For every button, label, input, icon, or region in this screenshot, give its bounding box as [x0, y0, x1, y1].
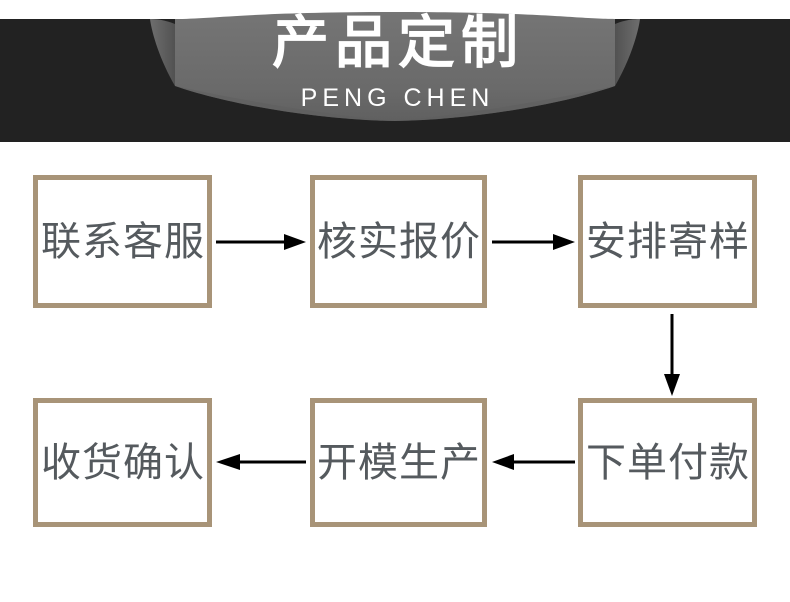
flow-node-contact-service[interactable]: 联系客服 [33, 175, 212, 308]
flow-node-arrange-sample[interactable]: 安排寄样 [578, 175, 757, 308]
flow-node-label: 核实报价 [317, 218, 481, 265]
arrow-left-icon [492, 454, 575, 470]
flow-arrow-sample-to-order [657, 314, 687, 396]
flow-arrow-order-to-production [492, 452, 575, 472]
flow-arrow-production-to-receipt [216, 452, 306, 472]
flow-node-verify-quote[interactable]: 核实报价 [310, 175, 487, 308]
flow-node-receipt-confirm[interactable]: 收货确认 [33, 398, 212, 527]
flow-node-label: 联系客服 [41, 218, 205, 265]
banner-ribbon-graphic [0, 0, 790, 142]
arrow-down-icon [664, 314, 680, 396]
flow-arrow-quote-to-sample [492, 232, 575, 252]
flow-arrow-contact-to-quote [216, 232, 306, 252]
flow-node-label: 下单付款 [586, 439, 750, 486]
flow-node-label: 收货确认 [41, 439, 205, 486]
flow-node-label: 开模生产 [317, 439, 481, 486]
arrow-right-icon [216, 234, 306, 250]
flow-node-place-order-pay[interactable]: 下单付款 [578, 398, 757, 527]
banner-ribbon-panel [175, 12, 615, 121]
flow-node-label: 安排寄样 [586, 218, 750, 265]
flow-node-mold-production[interactable]: 开模生产 [310, 398, 487, 527]
arrow-left-icon [216, 454, 306, 470]
arrow-right-icon [492, 234, 575, 250]
